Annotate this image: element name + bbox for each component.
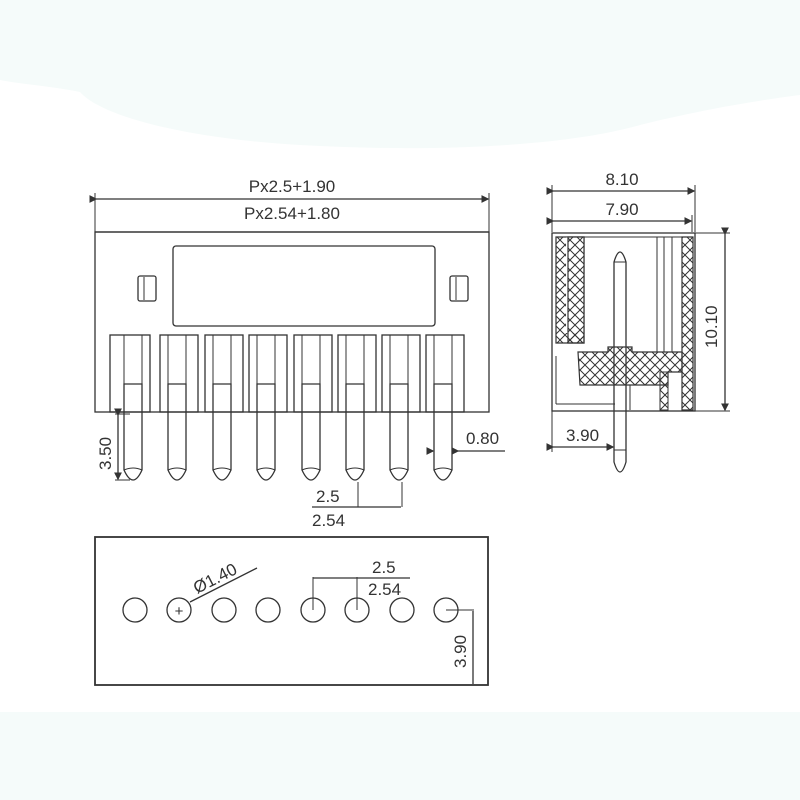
edge-offset-label: 3.90 — [451, 635, 470, 668]
pin1-marker: + — [175, 603, 184, 620]
depth-outer-label: 8.10 — [605, 170, 638, 189]
pitch-label-2-5: 2.5 — [316, 487, 340, 506]
footprint-pitch-label-2-54: 2.54 — [368, 580, 401, 599]
height-label: 10.10 — [702, 305, 721, 348]
connector-body — [94, 231, 490, 413]
hole-diameter-dimension: Ø1.40 — [189, 560, 258, 603]
pin-length-dimension: 3.50 — [96, 408, 130, 481]
edge-offset-dimension: 3.90 — [446, 609, 474, 684]
pin-8 — [425, 334, 465, 481]
pin-length-label: 3.50 — [96, 437, 115, 470]
depth-dimensions: 8.10 7.90 — [546, 170, 696, 232]
side-pin — [613, 251, 627, 473]
pin-1 — [109, 334, 151, 481]
hole-diameter-label: Ø1.40 — [190, 560, 240, 598]
pitch-dimension: 2.5 2.54 — [312, 482, 403, 530]
side-housing — [551, 232, 696, 412]
latch-right — [449, 275, 469, 302]
pitch-label-2-54: 2.54 — [312, 511, 345, 530]
pin-row — [109, 334, 465, 481]
footprint-holes — [122, 597, 459, 623]
pin-4 — [248, 334, 288, 481]
latch-left — [137, 275, 157, 302]
pcb-footprint-view: + Ø1.40 2.5 2.54 3.90 — [94, 536, 489, 686]
pin-7 — [381, 334, 421, 481]
background-tint-bottom — [0, 712, 800, 800]
width-label-2-5: Px2.5+1.90 — [249, 177, 336, 196]
width-dimension: Px2.5+1.90 Px2.54+1.80 — [89, 177, 490, 232]
pin-2 — [159, 334, 199, 481]
pin-width-dimension: 0.80 — [426, 429, 505, 455]
footprint-pitch-dimension: 2.5 2.54 — [312, 558, 410, 610]
pin-5 — [293, 334, 333, 481]
front-view: Px2.5+1.90 Px2.54+1.80 — [89, 177, 505, 530]
depth-inner-label: 7.90 — [605, 200, 638, 219]
footprint-outline — [94, 536, 489, 686]
width-label-2-54: Px2.54+1.80 — [244, 204, 340, 223]
pin-6 — [337, 334, 377, 481]
body-window — [172, 245, 436, 327]
side-view: 8.10 7.90 10.10 — [546, 170, 730, 473]
pin-3 — [204, 334, 244, 481]
background-tint-top — [0, 0, 800, 149]
footprint-pitch-label-2-5: 2.5 — [372, 558, 396, 577]
height-dimension: 10.10 — [695, 227, 730, 412]
pin-width-label: 0.80 — [466, 429, 499, 448]
pin-offset-label: 3.90 — [566, 426, 599, 445]
pin-offset-dimension: 3.90 — [546, 411, 615, 452]
